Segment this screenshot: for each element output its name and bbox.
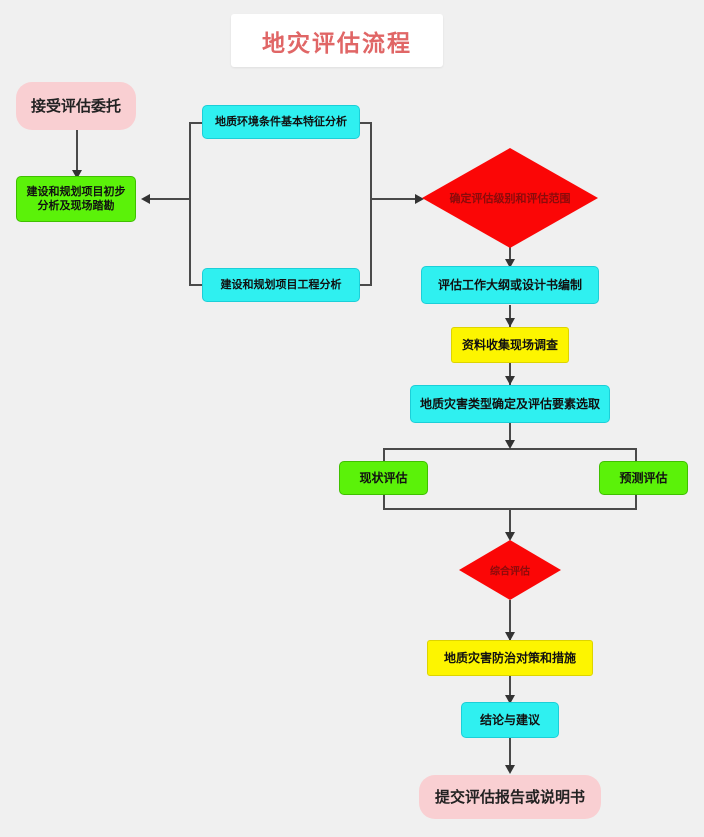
node-determine-level-scope-label: 确定评估级别和评估范围 <box>449 192 571 205</box>
connector-bracket-left-vertical <box>189 122 191 286</box>
node-data-collection-survey[interactable]: 资料收集现场调查 <box>451 327 569 363</box>
arrowhead-conclusions-to-submit <box>505 765 515 774</box>
connector-geoenv-to-bracket-right <box>350 122 372 124</box>
node-comprehensive-assessment[interactable]: 综合评估 <box>459 540 561 600</box>
connector-hazardtype-down <box>509 423 511 447</box>
connector-bracket-left-to-preliminary <box>150 198 191 200</box>
node-geo-env-analysis[interactable]: 地质环境条件基本特征分析 <box>202 105 360 139</box>
arrowhead-bracket-left-to-preliminary <box>141 194 150 204</box>
arrowhead-decision1-to-outline <box>505 259 515 268</box>
connector-projeng-to-bracket-left <box>189 284 211 286</box>
node-predictive-assessment[interactable]: 预测评估 <box>599 461 688 495</box>
node-submit-report[interactable]: 提交评估报告或说明书 <box>419 775 601 819</box>
connector-datacollection-to-hazardtype <box>509 363 511 385</box>
arrowhead-accept-to-preliminary <box>72 170 82 179</box>
arrowhead-outline-to-datacollection <box>505 318 515 327</box>
connector-decision2-to-prevention <box>509 600 511 640</box>
node-comprehensive-assessment-label: 综合评估 <box>490 566 530 578</box>
connector-accept-to-preliminary <box>76 130 78 172</box>
page-title: 地灾评估流程 <box>231 14 443 67</box>
connector-merge-to-decision2 <box>509 508 511 539</box>
arrowhead-datacollection-to-hazardtype <box>505 376 515 385</box>
arrowhead-merge-to-decision2 <box>505 532 515 541</box>
node-preliminary-analysis[interactable]: 建设和规划项目初步分析及现场踏勘 <box>16 176 136 222</box>
connector-outline-to-datacollection <box>509 305 511 327</box>
arrowhead-decision2-to-prevention <box>505 632 515 641</box>
arrowhead-prevention-to-conclusions <box>505 695 515 704</box>
connector-projeng-to-bracket-right <box>350 284 372 286</box>
arrowhead-hazardtype-down <box>505 440 515 449</box>
connector-decision1-to-outline <box>509 245 511 266</box>
connector-split-horizontal <box>383 448 637 450</box>
node-hazard-type-factors[interactable]: 地质灾害类型确定及评估要素选取 <box>410 385 610 423</box>
connector-bracket-right-vertical <box>370 122 372 286</box>
connector-bracket-right-to-decision <box>370 198 418 200</box>
node-prevention-measures[interactable]: 地质灾害防治对策和措施 <box>427 640 593 676</box>
arrowhead-bracket-right-to-decision <box>415 194 424 204</box>
node-current-assessment[interactable]: 现状评估 <box>339 461 428 495</box>
connector-prevention-to-conclusions <box>509 676 511 702</box>
node-accept-commission[interactable]: 接受评估委托 <box>16 82 136 130</box>
node-conclusions-suggestions[interactable]: 结论与建议 <box>461 702 559 738</box>
node-project-engineering-analysis[interactable]: 建设和规划项目工程分析 <box>202 268 360 302</box>
connector-conclusions-to-submit <box>509 738 511 772</box>
node-determine-level-scope[interactable]: 确定评估级别和评估范围 <box>422 148 598 248</box>
connector-geoenv-to-bracket-left <box>189 122 211 124</box>
node-outline-design[interactable]: 评估工作大纲或设计书编制 <box>421 266 599 304</box>
